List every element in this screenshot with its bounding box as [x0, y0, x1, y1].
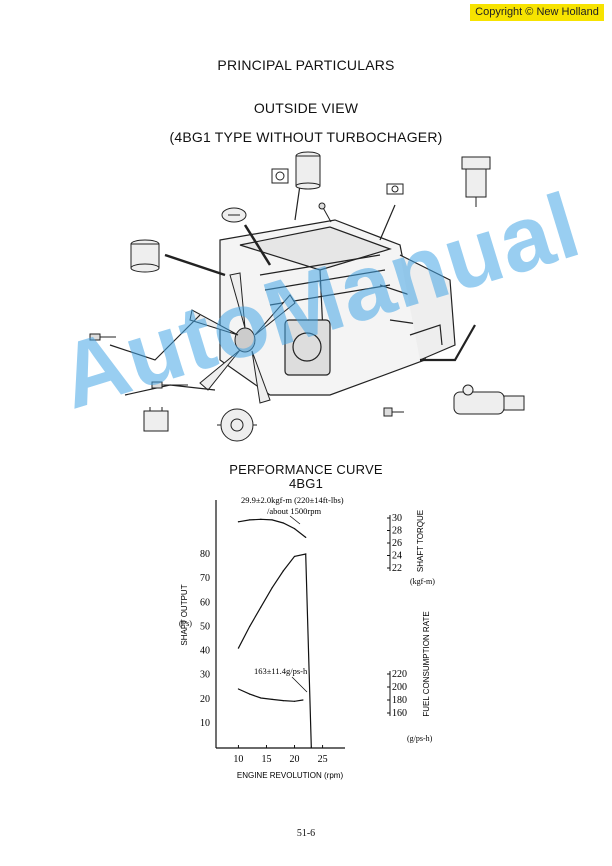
left-tick-label: 60 [200, 597, 210, 608]
torque-tick-label: 26 [392, 538, 402, 549]
left-tick-label: 10 [200, 718, 210, 729]
starter-motor-icon [453, 384, 525, 415]
series-point-1 [260, 606, 262, 608]
series-point-2 [260, 697, 262, 699]
series-point-1 [249, 625, 251, 628]
fuel-filter-icon [461, 156, 491, 207]
section-subtitle: OUTSIDE VIEW [253, 100, 359, 116]
fuel-axis-label: FUEL CONSUMPTION RATE [422, 611, 431, 716]
oil-filter-icon [295, 151, 321, 190]
sensor-icon [318, 202, 332, 223]
copyright-badge: Copyright © New Holland [470, 4, 604, 21]
fuel-leader [291, 676, 308, 693]
torque-tick-label: 30 [392, 513, 402, 524]
series-point-0 [249, 519, 251, 521]
series-line-2 [238, 688, 303, 702]
left-axis-unit: (Ps) [179, 619, 192, 628]
series-point-1 [305, 553, 307, 555]
series-point-1 [282, 570, 284, 572]
torque-annotation-line1: 29.9±2.0kgf-m (220±14ft-lbs) [241, 495, 344, 505]
left-tick-label: 40 [200, 646, 210, 657]
model-note: (4BG1 TYPE WITHOUT TURBOCHAGER) [169, 129, 443, 145]
performance-title: PERFORMANCE CURVE [229, 462, 383, 477]
fuel-annotation: 163±11.4g/ps-h [254, 666, 308, 676]
gasket-icon [271, 168, 289, 184]
engine-illustration [109, 184, 476, 404]
page-title: PRINCIPAL PARTICULARS [217, 57, 395, 73]
torque-tick-label: 24 [392, 551, 402, 562]
left-tick-label: 50 [200, 621, 210, 632]
fuel-tick-label: 220 [392, 669, 407, 680]
fuel-axis-unit: (g/ps-h) [407, 734, 433, 743]
torque-annotation-line2: /about 1500rpm [267, 506, 321, 516]
series-point-0 [305, 536, 307, 538]
series-point-2 [302, 699, 304, 701]
series-point-2 [271, 698, 273, 700]
page-number: 51-6 [296, 828, 316, 839]
series-line-1 [237, 553, 312, 748]
thermostat-icon [221, 207, 247, 223]
series-point-2 [237, 688, 240, 690]
torque-tick-label: 28 [392, 526, 402, 537]
fuel-tick-label: 180 [392, 695, 407, 706]
torque-axis-label: SHAFT TORQUE [416, 510, 425, 572]
series-line-0 [238, 518, 307, 538]
x-tick-label: 10 [233, 754, 243, 765]
left-tick-label: 80 [200, 549, 210, 560]
torque-tick-label: 22 [392, 563, 402, 574]
x-tick-label: 15 [261, 754, 271, 765]
series-point-0 [237, 521, 240, 523]
fan [189, 272, 296, 404]
x-tick-label: 20 [290, 754, 300, 765]
torque-axis-unit: (kgf-m) [410, 577, 435, 586]
series-point-0 [260, 518, 262, 520]
left-axis-label: SHAFT OUTPUT [180, 584, 189, 645]
relay-icon [143, 407, 169, 432]
fuel-tick-label: 200 [392, 682, 407, 693]
series-point-1 [271, 587, 273, 589]
left-tick-label: 20 [200, 694, 210, 705]
glow-plug-icon [89, 333, 116, 341]
series-point-1 [237, 647, 240, 649]
series-point-0 [293, 528, 296, 530]
alternator-icon [217, 408, 257, 442]
x-axis-label: ENGINE REVOLUTION (rpm) [237, 771, 344, 780]
series-point-2 [249, 693, 251, 695]
left-tick-label: 30 [200, 670, 210, 681]
performance-model: 4BG1 [288, 476, 324, 491]
x-tick-label: 25 [318, 754, 328, 765]
series-point-0 [271, 519, 273, 521]
gasket-icon-2 [386, 183, 404, 195]
oil-filter-icon-2 [130, 239, 160, 273]
series-point-2 [293, 700, 296, 702]
series-point-2 [282, 700, 284, 702]
series-point-1 [310, 746, 312, 748]
torque-leader [289, 515, 301, 525]
fuel-tick-label: 160 [392, 708, 407, 719]
sensor-icon-2 [383, 407, 404, 417]
series-point-1 [293, 555, 296, 558]
left-tick-label: 70 [200, 573, 210, 584]
glow-plug-icon-2 [151, 381, 188, 389]
series-point-0 [282, 522, 284, 524]
